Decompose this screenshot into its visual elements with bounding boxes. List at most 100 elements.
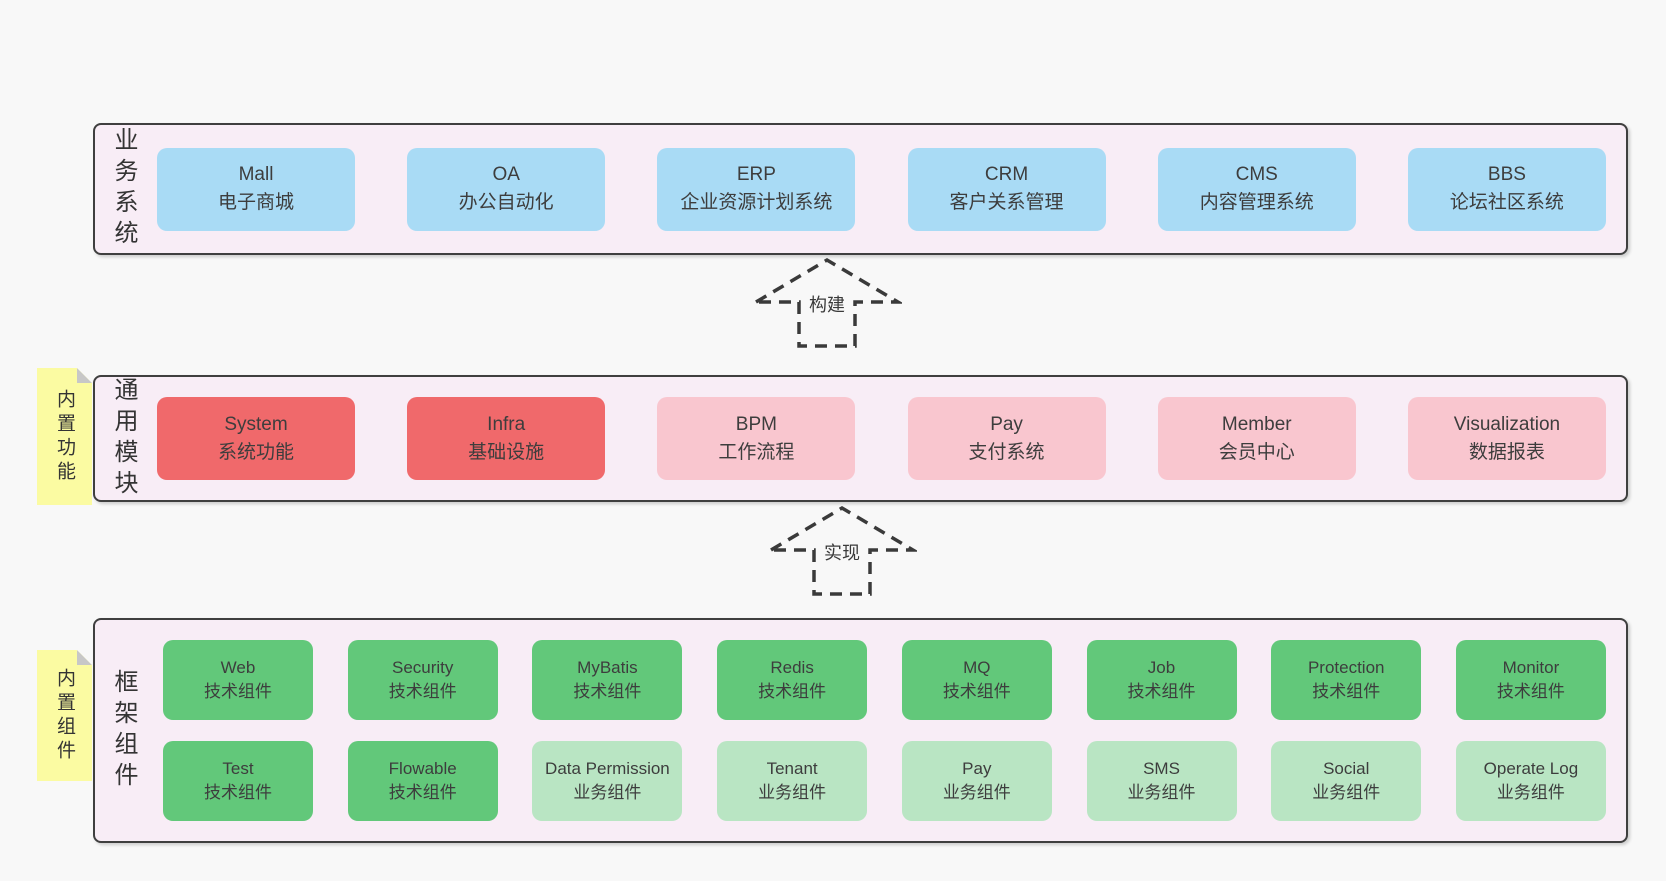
component-desc: 业务组件 xyxy=(758,783,827,802)
component-desc: 技术组件 xyxy=(1127,682,1196,701)
component-desc: 技术组件 xyxy=(1496,682,1565,701)
up-block-arrow-icon xyxy=(752,257,902,348)
component-box: ERP 企业资源计划系统 xyxy=(657,147,856,231)
component-name: System xyxy=(224,413,288,435)
component-box: Tenant 业务组件 xyxy=(717,741,868,821)
build-arrow: 构建 xyxy=(752,257,902,349)
folded-corner-icon xyxy=(77,368,92,383)
component-name: ERP xyxy=(736,164,776,186)
component-name: Member xyxy=(1221,413,1292,435)
framework-component-rows: Web 技术组件 Security 技术组件 MyBatis 技术组件 Redi… xyxy=(151,640,1606,821)
component-name: MQ xyxy=(963,658,991,678)
component-name: Operate Log xyxy=(1483,759,1579,779)
component-desc: 支付系统 xyxy=(968,441,1045,463)
component-box: CRM 客户关系管理 xyxy=(907,147,1106,231)
component-desc: 基础设施 xyxy=(468,441,545,463)
implement-arrow: 实现 xyxy=(767,505,917,597)
sticky-built-in-components-text: 内置组件 xyxy=(54,667,75,764)
component-box: Redis 技术组件 xyxy=(717,640,868,720)
band-business-systems: 业务系统 Mall 电子商城 OA 办公自动化 ERP 企业资源计划系统 CRM… xyxy=(93,123,1628,255)
component-desc: 业务组件 xyxy=(1496,783,1565,802)
component-desc: 企业资源计划系统 xyxy=(680,192,833,213)
component-name: BBS xyxy=(1487,164,1526,186)
component-desc: 业务组件 xyxy=(1127,783,1196,802)
component-box: Mall 电子商城 xyxy=(157,147,355,231)
component-box: Test 技术组件 xyxy=(163,741,313,821)
component-name: Redis xyxy=(770,658,814,678)
component-name: Tenant xyxy=(766,759,818,779)
sticky-note-built-in-features: 内置功能 xyxy=(37,368,92,505)
component-box: Visualization 数据报表 xyxy=(1407,397,1606,480)
component-box: Pay 业务组件 xyxy=(901,741,1052,821)
component-desc: 业务组件 xyxy=(942,783,1011,802)
component-desc: 系统功能 xyxy=(217,441,294,463)
component-name: Pay xyxy=(962,759,992,779)
component-name: BPM xyxy=(735,413,777,435)
component-desc: 工作流程 xyxy=(718,441,795,463)
framework-components-row-1: Web 技术组件 Security 技术组件 MyBatis 技术组件 Redi… xyxy=(157,640,1606,720)
band-common-modules: 通用模块 System 系统功能 Infra 基础设施 BPM 工作流程 Pay… xyxy=(93,375,1628,502)
component-name: Job xyxy=(1147,658,1176,678)
component-desc: 办公自动化 xyxy=(458,192,554,213)
component-box: CMS 内容管理系统 xyxy=(1157,147,1356,231)
component-name: MyBatis xyxy=(577,658,638,678)
build-arrow-label: 构建 xyxy=(806,290,848,318)
band-framework-components: 框架组件 Web 技术组件 Security 技术组件 MyBatis 技术组件… xyxy=(93,618,1628,843)
component-desc: 技术组件 xyxy=(204,783,272,802)
component-desc: 数据报表 xyxy=(1468,441,1545,463)
common-module-boxes: System 系统功能 Infra 基础设施 BPM 工作流程 Pay 支付系统… xyxy=(151,397,1606,480)
component-name: Mall xyxy=(238,164,274,186)
band-components-label: 框架组件 xyxy=(95,620,151,841)
component-desc: 电子商城 xyxy=(217,192,294,213)
sticky-built-in-features-text: 内置功能 xyxy=(54,388,75,485)
component-name: Protection xyxy=(1307,658,1385,678)
component-name: CMS xyxy=(1235,164,1278,186)
band-business-label: 业务系统 xyxy=(95,125,151,253)
component-name: CRM xyxy=(984,164,1029,186)
component-box: Monitor 技术组件 xyxy=(1455,640,1606,720)
component-box: SMS 业务组件 xyxy=(1086,741,1237,821)
component-name: Web xyxy=(220,658,256,678)
band-components-label-text: 框架组件 xyxy=(110,668,137,793)
component-box: Flowable 技术组件 xyxy=(347,741,498,821)
component-box: BBS 论坛社区系统 xyxy=(1407,147,1606,231)
framework-components-row-2: Test 技术组件 Flowable 技术组件 Data Permission … xyxy=(157,741,1606,821)
sticky-note-built-in-components: 内置组件 xyxy=(37,650,92,781)
component-desc: 会员中心 xyxy=(1218,441,1295,463)
band-modules-label-text: 通用模块 xyxy=(110,376,137,501)
component-name: Flowable xyxy=(388,759,457,779)
component-box: System 系统功能 xyxy=(157,397,355,480)
component-desc: 技术组件 xyxy=(388,682,457,701)
component-box: MyBatis 技术组件 xyxy=(532,640,683,720)
component-name: Pay xyxy=(990,413,1023,435)
component-box: Member 会员中心 xyxy=(1157,397,1356,480)
component-desc: 内容管理系统 xyxy=(1199,192,1314,213)
component-box: Protection 技术组件 xyxy=(1271,640,1422,720)
component-desc: 论坛社区系统 xyxy=(1449,192,1564,213)
component-box: Data Permission 业务组件 xyxy=(532,741,683,821)
component-name: Social xyxy=(1323,759,1370,779)
component-desc: 技术组件 xyxy=(1312,682,1381,701)
implement-arrow-label: 实现 xyxy=(821,538,863,566)
component-box: Infra 基础设施 xyxy=(407,397,606,480)
band-business-label-text: 业务系统 xyxy=(110,127,137,251)
component-name: Monitor xyxy=(1502,658,1560,678)
component-desc: 业务组件 xyxy=(573,783,642,802)
component-box: Social 业务组件 xyxy=(1271,741,1422,821)
component-box: OA 办公自动化 xyxy=(407,147,606,231)
component-desc: 技术组件 xyxy=(204,682,272,701)
business-system-boxes: Mall 电子商城 OA 办公自动化 ERP 企业资源计划系统 CRM 客户关系… xyxy=(151,147,1606,231)
component-box: MQ 技术组件 xyxy=(901,640,1052,720)
up-block-arrow-icon xyxy=(767,505,917,596)
component-name: SMS xyxy=(1143,759,1180,779)
component-name: Test xyxy=(222,759,254,779)
component-desc: 技术组件 xyxy=(573,682,642,701)
component-name: Visualization xyxy=(1453,413,1561,435)
component-desc: 业务组件 xyxy=(1312,783,1381,802)
component-desc: 客户关系管理 xyxy=(949,192,1064,213)
component-box: Operate Log 业务组件 xyxy=(1455,741,1606,821)
component-box: Security 技术组件 xyxy=(347,640,498,720)
component-name: Security xyxy=(391,658,454,678)
component-box: BPM 工作流程 xyxy=(657,397,856,480)
